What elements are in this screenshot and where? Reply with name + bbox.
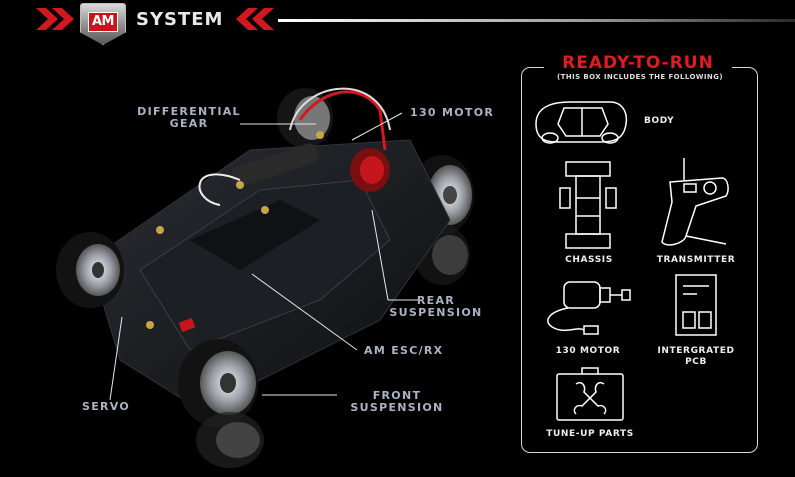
chassis-icon bbox=[559, 161, 617, 249]
callout-differential-gear-line2: GEAR bbox=[169, 117, 209, 130]
item-label-transmitter: TRANSMITTER bbox=[656, 255, 736, 265]
transmitter-icon bbox=[661, 158, 729, 246]
am-logo-badge: AM bbox=[80, 3, 126, 45]
page-header: AM SYSTEM bbox=[0, 0, 795, 45]
item-label-body: BODY bbox=[644, 116, 675, 126]
callout-am-esc-rx: AM ESC/RX bbox=[364, 344, 444, 357]
item-label-integrated-pcb: INTERGRATED PCB bbox=[652, 346, 740, 368]
tune-up-parts-box-icon bbox=[556, 367, 624, 421]
motor-130-icon bbox=[547, 281, 631, 335]
ready-to-run-title: READY-TO-RUN bbox=[544, 52, 732, 74]
front-left-wheel bbox=[56, 232, 124, 308]
callout-130-motor: 130 MOTOR bbox=[410, 106, 495, 119]
callout-rear-suspension-line2: SUSPENSION bbox=[389, 306, 483, 319]
callout-front-suspension: FRONT SUSPENSION bbox=[344, 390, 450, 414]
callout-differential-gear-line1: DIFFERENTIAL bbox=[137, 105, 241, 118]
callout-servo: SERVO bbox=[82, 400, 131, 413]
ready-to-run-subtitle: (THIS BOX INCLUDES THE FOLLOWING) bbox=[557, 73, 723, 81]
double-chevron-left-icon bbox=[232, 8, 276, 30]
car-body-icon bbox=[535, 101, 628, 144]
callout-rear-suspension-line1: REAR bbox=[416, 294, 456, 307]
front-right-wheel bbox=[178, 339, 264, 468]
callout-front-suspension-line2: SUSPENSION bbox=[350, 401, 444, 414]
header-divider-line bbox=[278, 19, 795, 22]
page-title: SYSTEM bbox=[136, 9, 224, 30]
callout-front-suspension-line1: FRONT bbox=[372, 389, 422, 402]
pcb-board-icon bbox=[675, 274, 717, 336]
item-label-pcb-line1: INTERGRATED bbox=[657, 346, 735, 356]
item-label-chassis: CHASSIS bbox=[565, 255, 613, 265]
callout-differential-gear: DIFFERENTIAL GEAR bbox=[136, 106, 242, 130]
item-label-tune-up-parts: TUNE-UP PARTS bbox=[546, 429, 634, 439]
double-chevron-right-icon bbox=[34, 8, 78, 30]
item-label-130-motor: 130 MOTOR bbox=[555, 346, 621, 356]
callout-rear-suspension: REAR SUSPENSION bbox=[386, 295, 486, 319]
item-label-pcb-line2: PCB bbox=[685, 357, 707, 367]
am-logo-text: AM bbox=[88, 12, 118, 32]
